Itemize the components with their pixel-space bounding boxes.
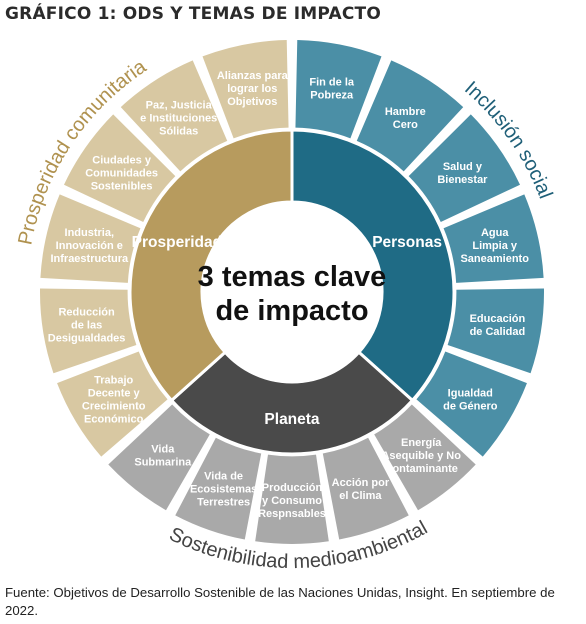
goal-label-line: Innovación e <box>56 240 123 252</box>
goal-segment-produccion-respnsables <box>255 454 329 544</box>
goal-label-line: Respnsables <box>258 508 326 520</box>
goal-segment-industria-infraestructura <box>40 194 141 283</box>
goal-label-line: Igualdad <box>448 388 493 400</box>
goal-label-line: Comunidades <box>85 168 158 180</box>
goal-segment-educacion-de-calidad <box>447 288 545 374</box>
goal-label-line: Bienestar <box>437 174 488 186</box>
goal-segment-reduccion-desigualdades <box>39 288 137 374</box>
goal-label-line: Cero <box>393 119 418 131</box>
goal-label-line: Infraestructura <box>50 253 129 265</box>
center-circle <box>202 202 382 382</box>
theme-label-prosperidad: Prosperidad <box>132 234 222 251</box>
theme-label-personas: Personas <box>372 234 442 251</box>
goal-label-line: Sólidas <box>159 126 198 138</box>
goal-segment-igualdad-de-genero <box>416 351 527 457</box>
goal-label-line: Ciudades y <box>92 155 152 167</box>
goal-label-line: Asequible y No <box>381 450 461 462</box>
goal-label-line: el Clima <box>339 490 382 502</box>
goal-segment-vida-de-terrestres <box>175 437 262 540</box>
center-label-line-1: 3 temas clave <box>198 261 387 293</box>
goal-label-line: Ecosistemas <box>190 483 257 495</box>
goal-label-line: Energía <box>401 437 442 449</box>
figure-title: GRÁFICO 1: ODS Y TEMAS DE IMPACTO <box>5 4 381 24</box>
goal-label-line: Decente y <box>88 388 141 400</box>
goal-label-line: Alianzas para <box>217 70 289 82</box>
goal-label-line: Agua <box>481 227 509 239</box>
goal-label-line: Educación <box>470 313 526 325</box>
goal-label-line: e Instituciones <box>140 113 217 125</box>
goal-label-line: de Género <box>443 401 498 413</box>
goal-segment-hambre-cero <box>356 60 464 172</box>
center-label-line-2: de impacto <box>215 295 368 327</box>
goal-label-line: Salud y <box>443 161 483 173</box>
goal-label-line: Pobreza <box>310 89 354 101</box>
source-footnote: Fuente: Objetivos de Desarrollo Sostenib… <box>5 585 555 618</box>
theme-label-planeta: Planeta <box>264 411 320 428</box>
goal-label-line: Fin de la <box>309 76 355 88</box>
goal-label-line: Terrestres <box>197 496 250 508</box>
goal-segment-agua-saneamiento <box>443 194 544 283</box>
goal-label-line: Contaminante <box>385 463 458 475</box>
goal-label-line: Industria, <box>65 227 115 239</box>
goal-segment-salud-y-bienestar <box>408 114 521 223</box>
goal-segment-ciudades-y-sostenibles <box>63 114 176 223</box>
goal-label-line: Económico <box>84 414 144 426</box>
goal-segment-accion-por-el-clima <box>322 437 409 540</box>
goal-label-line: y Consumo <box>262 495 322 507</box>
goal-label-line: Objetivos <box>227 96 277 108</box>
goal-label-line: Trabajo <box>94 375 133 387</box>
goal-label-line: Acción por <box>332 477 390 489</box>
goal-label-line: de Calidad <box>470 326 526 338</box>
goal-label-line: Vida <box>151 444 175 456</box>
goal-segment-fin-de-la-pobreza <box>295 40 382 139</box>
goal-segment-paz-justicia-solidas <box>120 60 228 172</box>
goal-segment-energia-contaminante <box>374 404 476 511</box>
goal-label-line: Saneamiento <box>460 253 529 265</box>
goal-label-line: Submarina <box>134 457 192 469</box>
goal-label-line: lograr los <box>227 83 277 95</box>
goal-segment-vida-submarina <box>108 404 210 511</box>
goal-label-line: Paz, Justicia <box>146 100 213 112</box>
goal-label-line: Producción <box>262 482 323 494</box>
goal-label-line: Limpia y <box>472 240 518 252</box>
goal-segment-trabajo-economico <box>57 351 168 457</box>
goal-label-line: Crecimiento <box>82 401 146 413</box>
goal-label-line: Reducción <box>58 307 115 319</box>
goal-label-line: Vida de <box>204 470 243 482</box>
goal-label-line: Sostenibles <box>91 181 153 193</box>
goal-label-line: Desigualdades <box>48 333 126 345</box>
goal-label-line: de las <box>71 320 102 332</box>
goal-label-line: Hambre <box>385 106 426 118</box>
goal-segment-alianzas-para-objetivos <box>202 40 289 139</box>
